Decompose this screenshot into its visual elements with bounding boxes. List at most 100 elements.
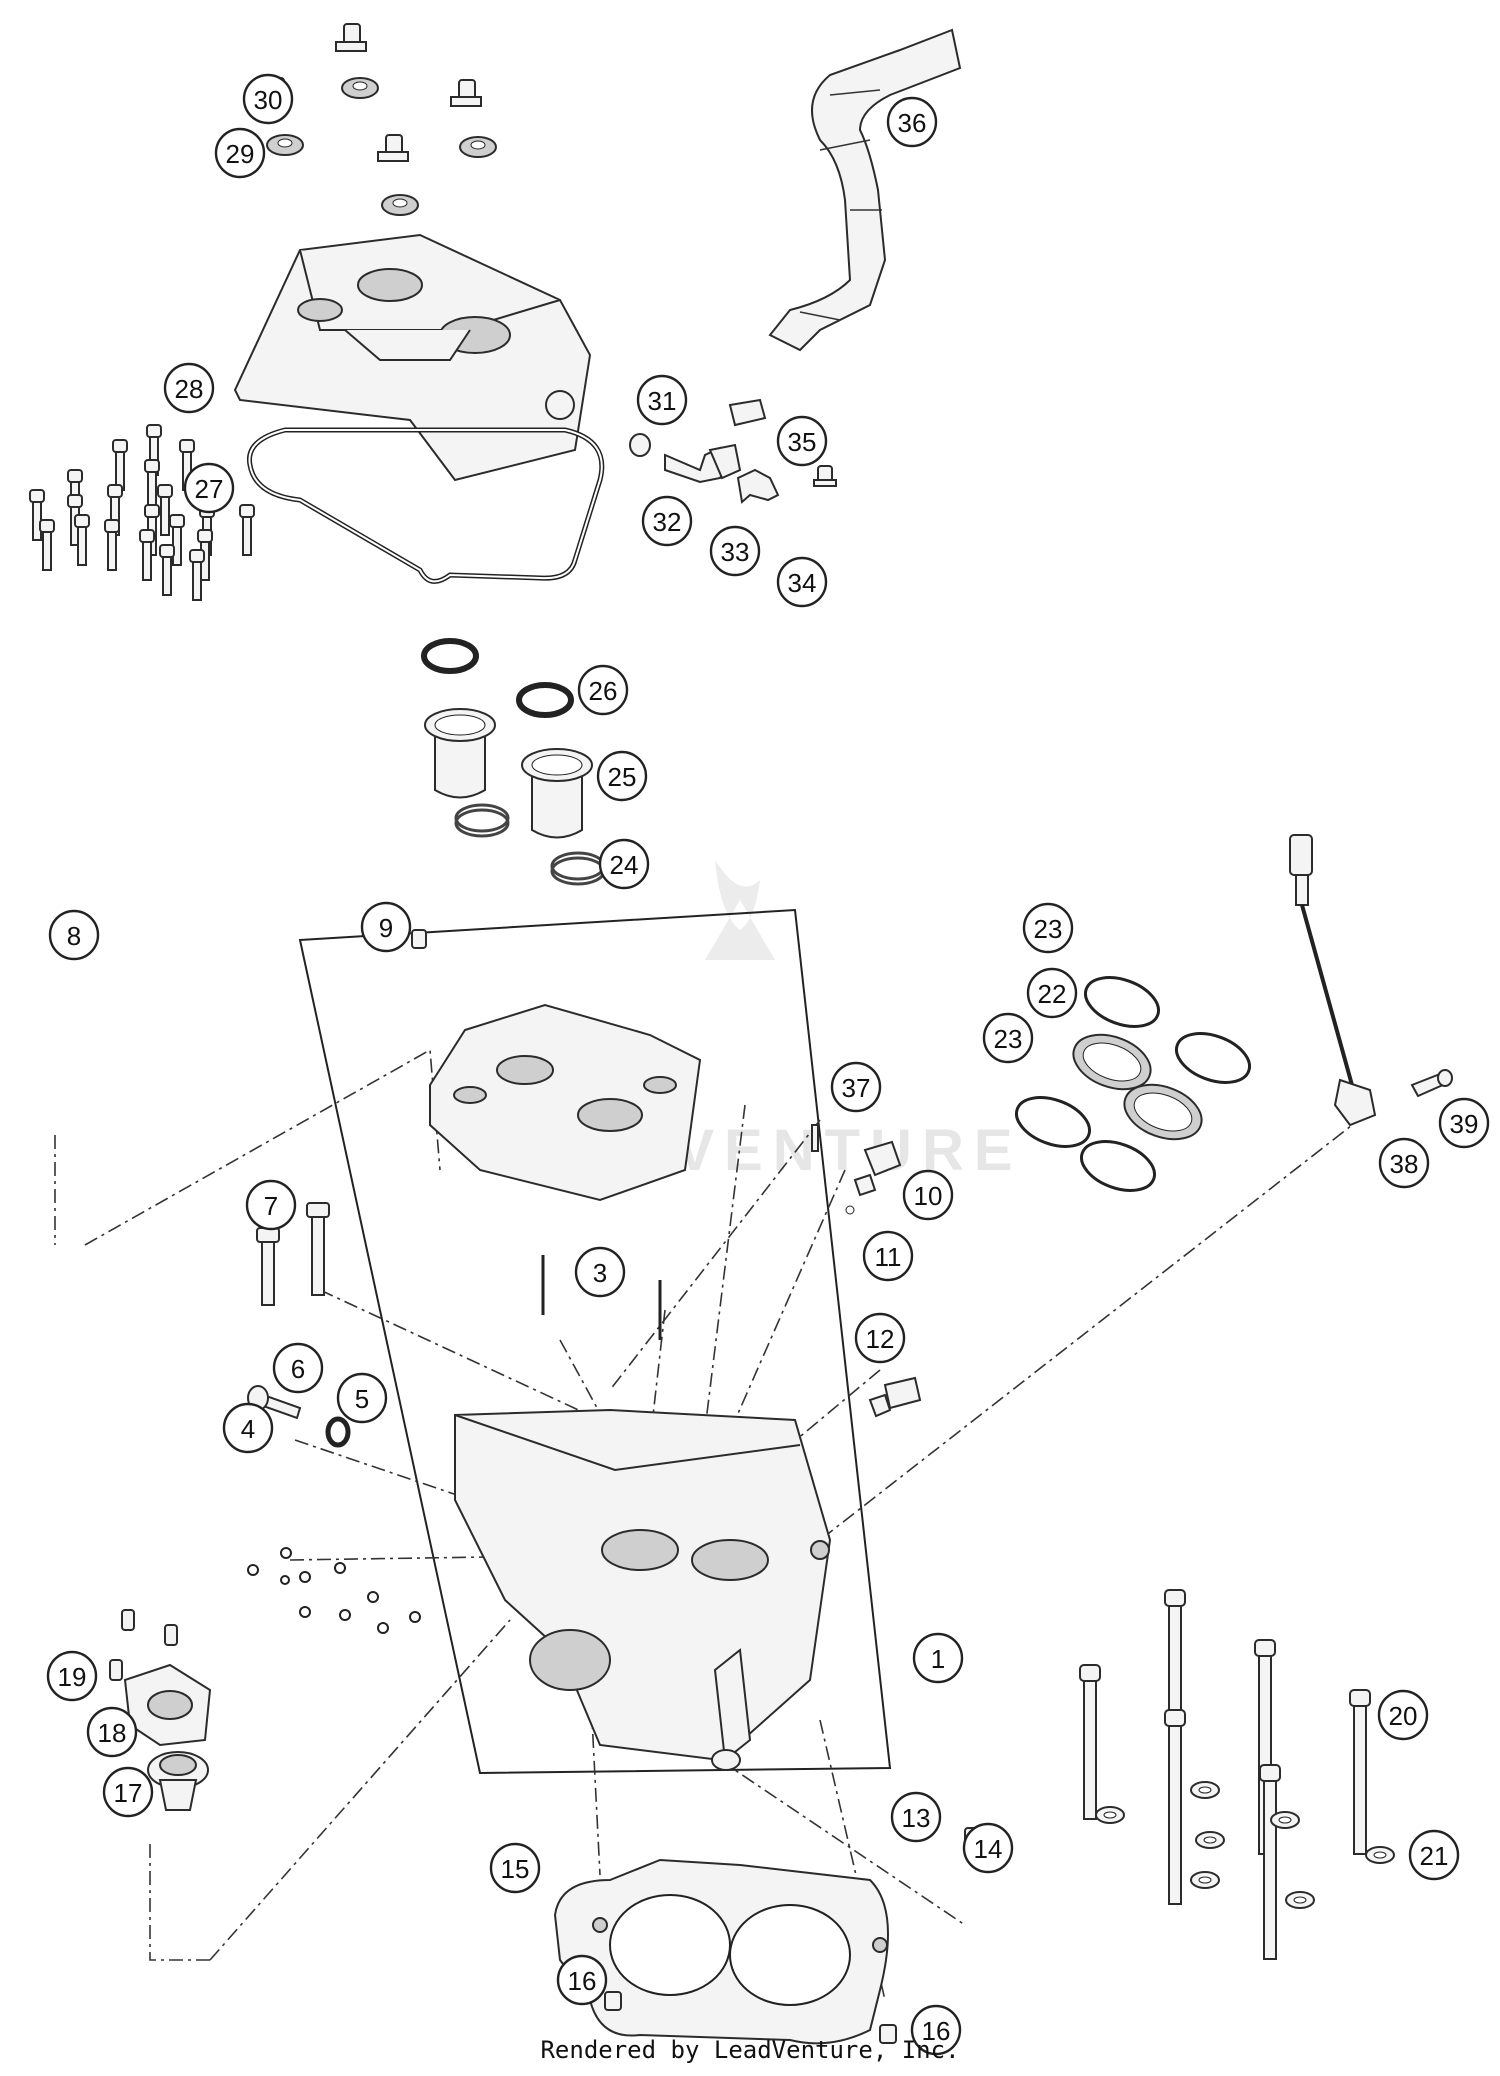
callout-19: 19 (46, 1650, 98, 1702)
callout-circle (902, 1169, 954, 1221)
callout-10: 10 (902, 1169, 954, 1221)
callout-28: 28 (163, 362, 215, 414)
callout-label: 36 (898, 108, 927, 138)
breather-fitting-31-35 (629, 398, 837, 504)
callout-label: 32 (653, 507, 682, 537)
callout-16: 16 (910, 2004, 962, 2056)
callout-label: 35 (788, 427, 817, 457)
callout-8: 8 (48, 909, 100, 961)
callout-circle (596, 750, 648, 802)
callout-circle (862, 1230, 914, 1282)
callout-13: 13 (890, 1791, 942, 1843)
callout-17: 17 (102, 1766, 154, 1818)
callout-35: 35 (776, 415, 828, 467)
callout-circle (48, 909, 100, 961)
callout-circle (556, 1954, 608, 2006)
callout-circle (360, 901, 412, 953)
callout-circle (598, 838, 650, 890)
callout-label: 22 (1038, 979, 1067, 1009)
callout-circle (86, 1706, 138, 1758)
camshaft-seal-group (421, 638, 606, 886)
callout-circle (982, 1012, 1034, 1064)
callout-34: 34 (776, 556, 828, 608)
callout-23: 23 (982, 1012, 1034, 1064)
callout-20: 20 (1377, 1689, 1429, 1741)
callout-label: 14 (974, 1834, 1003, 1864)
callout-label: 18 (98, 1718, 127, 1748)
callout-circle (890, 1791, 942, 1843)
callout-7: 7 (245, 1179, 297, 1231)
head-gasket-15 (553, 1858, 897, 2045)
callout-label: 31 (648, 386, 677, 416)
breather-hose-36 (768, 28, 962, 352)
callout-label: 39 (1450, 1109, 1479, 1139)
callout-label: 12 (866, 1324, 895, 1354)
callout-circle (636, 374, 688, 426)
callout-circle (1026, 967, 1078, 1019)
callout-6: 6 (272, 1342, 324, 1394)
callout-label: 38 (1390, 1149, 1419, 1179)
callout-14: 14 (962, 1822, 1014, 1874)
callout-label: 5 (355, 1384, 369, 1414)
callout-label: 25 (608, 762, 637, 792)
callout-circle (912, 1632, 964, 1684)
callout-circle (222, 1402, 274, 1454)
callout-circle (183, 462, 235, 514)
callout-38: 38 (1378, 1137, 1430, 1189)
callout-circle (641, 495, 693, 547)
small-fasteners (247, 1124, 980, 1847)
callout-circle (709, 525, 761, 577)
callout-circle (886, 96, 938, 148)
callout-circle (577, 664, 629, 716)
callout-label: 29 (226, 139, 255, 169)
callout-label: 23 (994, 1024, 1023, 1054)
valve-cover-28 (233, 233, 592, 482)
callout-circle (776, 415, 828, 467)
callout-circle (962, 1822, 1014, 1874)
callout-label: 19 (58, 1662, 87, 1692)
callout-label: 4 (241, 1414, 255, 1444)
callout-circle (830, 1061, 882, 1113)
cylinder-head-1 (454, 1408, 832, 1771)
callout-circle (214, 127, 266, 179)
callout-label: 21 (1420, 1841, 1449, 1871)
callout-39: 39 (1438, 1097, 1490, 1149)
head-bolts-20 (1079, 1589, 1395, 1960)
callout-9: 9 (360, 901, 412, 953)
callout-circle (1408, 1829, 1460, 1881)
callout-circle (242, 73, 294, 125)
callout-circle (1378, 1137, 1430, 1189)
callout-circle (1377, 1689, 1429, 1741)
callout-label: 33 (721, 537, 750, 567)
callout-5: 5 (336, 1372, 388, 1424)
callout-36: 36 (886, 96, 938, 148)
callout-label: 8 (67, 921, 81, 951)
cover-grommets-29 (266, 77, 497, 216)
callout-16: 16 (556, 1954, 608, 2006)
callout-12: 12 (854, 1312, 906, 1364)
callout-label: 28 (175, 374, 204, 404)
thermostat-group (109, 1609, 212, 1811)
callout-label: 37 (842, 1073, 871, 1103)
callout-circle (574, 1246, 626, 1298)
callout-circle (336, 1372, 388, 1424)
callout-31: 31 (636, 374, 688, 426)
callout-circle (1438, 1097, 1490, 1149)
callout-label: 16 (568, 1966, 597, 1996)
camshaft-carrier (411, 929, 702, 1202)
callout-circle (163, 362, 215, 414)
valve-cover-group (233, 23, 962, 584)
callout-label: 13 (902, 1803, 931, 1833)
callout-label: 3 (593, 1258, 607, 1288)
callout-circle (102, 1766, 154, 1818)
assembly-frame (298, 908, 892, 1775)
callout-3: 3 (574, 1246, 626, 1298)
callout-30: 30 (242, 73, 294, 125)
callout-24: 24 (598, 838, 650, 890)
callout-21: 21 (1408, 1829, 1460, 1881)
callout-23: 23 (1022, 902, 1074, 954)
callout-label: 6 (291, 1354, 305, 1384)
callout-22: 22 (1026, 967, 1078, 1019)
